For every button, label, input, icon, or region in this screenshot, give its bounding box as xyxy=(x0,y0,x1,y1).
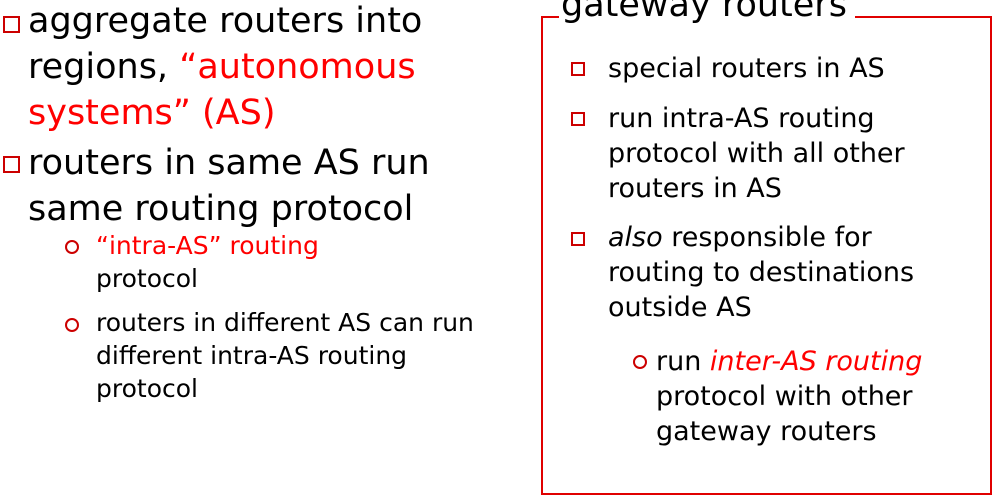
bullet-also-responsible: also responsible for routing to destinat… xyxy=(608,220,963,325)
square-bullet-icon xyxy=(571,112,585,126)
bullet-aggregate-routers: aggregate routers into regions, “autonom… xyxy=(28,0,508,136)
inter-as-routing-highlight: inter-AS routing xyxy=(709,346,923,377)
circle-bullet-icon xyxy=(633,355,647,369)
circle-bullet-icon xyxy=(65,240,79,254)
different-as-text: routers in different AS can run differen… xyxy=(96,308,474,403)
sub-bullet-intra-as: “intra-AS” routing protocol xyxy=(96,229,496,295)
square-bullet-icon xyxy=(571,232,585,246)
bullet-aggregate-text: aggregate routers into regions, xyxy=(28,1,423,87)
bullet-special-routers: special routers in AS xyxy=(608,51,988,86)
intra-as-routing-highlight: “intra-AS” routing xyxy=(96,231,319,260)
also-responsible-text: responsible for routing to destinations … xyxy=(608,222,915,323)
circle-bullet-icon xyxy=(65,318,79,332)
autonomous-systems-highlight: “autonomous systems” (AS) xyxy=(28,47,416,133)
sub-bullet-inter-as: run inter-AS routing protocol with other … xyxy=(656,344,996,449)
bullet-same-routing-text: routers in same AS run same routing prot… xyxy=(28,143,430,229)
intra-as-protocol-text: protocol xyxy=(96,264,198,293)
gateway-routers-box: gateway routers xyxy=(541,0,992,495)
bullet-same-routing-protocol: routers in same AS run same routing prot… xyxy=(28,140,498,232)
gateway-routers-title: gateway routers xyxy=(559,0,855,28)
square-bullet-icon xyxy=(3,16,20,33)
run-intra-as-text: run intra-AS routing protocol with all o… xyxy=(608,103,905,204)
special-routers-text: special routers in AS xyxy=(608,53,885,84)
also-italic-text: also xyxy=(608,222,663,253)
inter-as-protocol-text: protocol with other gateway routers xyxy=(656,381,913,447)
sub-bullet-different-as: routers in different AS can run differen… xyxy=(96,306,478,405)
left-column: aggregate routers into regions, “autonom… xyxy=(3,0,508,405)
bullet-run-intra-as: run intra-AS routing protocol with all o… xyxy=(608,101,968,206)
square-bullet-icon xyxy=(3,156,20,173)
square-bullet-icon xyxy=(571,62,585,76)
run-prefix-text: run xyxy=(656,346,710,377)
